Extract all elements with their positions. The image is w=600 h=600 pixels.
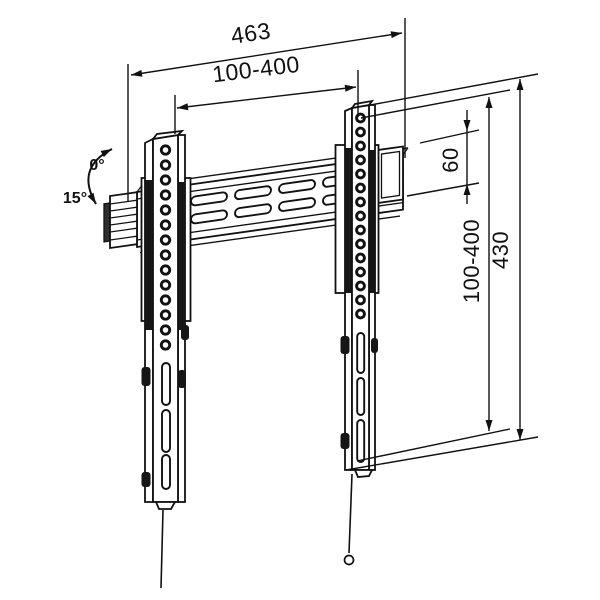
dim-label-vesa-height: 100-400: [459, 219, 484, 303]
left-bracket: [140, 129, 192, 589]
tilt-arc-arrow: [87, 148, 113, 205]
dim-label-vesa-width: 100-400: [211, 51, 301, 88]
dimension-vesa-height: 100-400: [356, 89, 511, 462]
right-bracket-slots: [356, 332, 366, 463]
left-bracket-lock-tabs: [141, 325, 189, 487]
tilt-annotation: 0° 15°: [63, 148, 113, 207]
dimension-top-offset: 60: [406, 110, 480, 204]
dimension-overall-height: 430: [345, 73, 539, 471]
tilt-angle-max-label: 15°: [63, 190, 87, 207]
left-bracket-holes: [159, 144, 172, 351]
pull-cord-knob: [343, 554, 355, 566]
right-bracket: [334, 99, 380, 566]
right-pull-cord: [348, 473, 353, 554]
dim-label-top-offset: 60: [438, 147, 463, 172]
right-bracket-holes: [355, 112, 366, 320]
wall-plate-left-end-cap: [103, 191, 138, 250]
right-bracket-lock-tabs: [340, 336, 378, 449]
left-bracket-slots: [161, 362, 171, 490]
left-pull-cord: [160, 509, 164, 589]
dimension-overall-width: 463: [127, 17, 406, 202]
tilt-angle-min-label: 0°: [89, 157, 104, 174]
dim-label-overall-height: 430: [488, 231, 513, 269]
dim-label-overall-width: 463: [229, 17, 272, 49]
wall-plate-right-end-cap: [377, 145, 404, 205]
